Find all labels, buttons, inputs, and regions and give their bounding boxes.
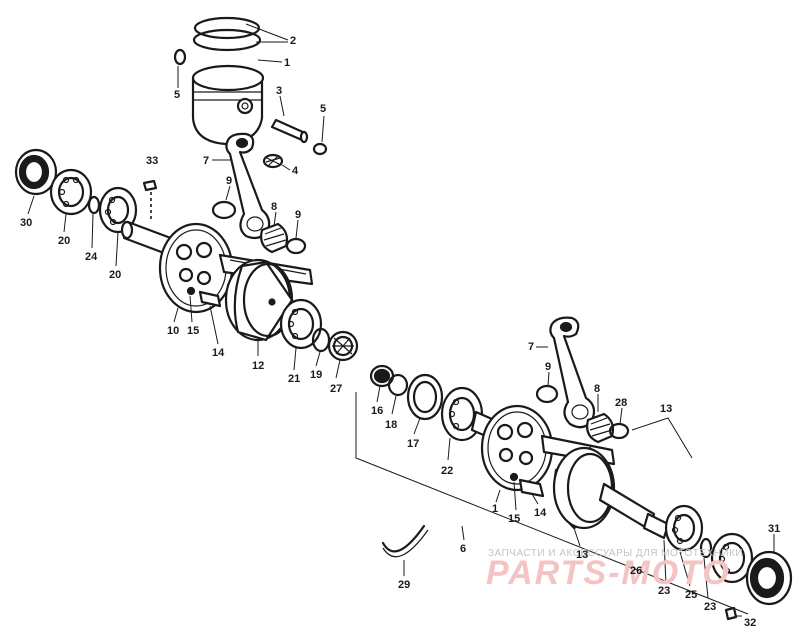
callout-16: 16 <box>371 405 383 417</box>
callout-20: 20 <box>109 269 121 281</box>
callout-21: 21 <box>288 373 300 385</box>
callout-20: 20 <box>58 235 70 247</box>
snap-ring-19 <box>311 327 331 353</box>
right-crank-wheel <box>480 404 554 492</box>
connecting-rod-lower <box>549 316 596 429</box>
ball-bearing-right-23 <box>710 532 754 584</box>
plug-32 <box>724 606 738 621</box>
callout-9: 9 <box>226 175 232 187</box>
key-14-right <box>518 478 545 498</box>
callout-31: 31 <box>768 523 780 535</box>
callout-1: 1 <box>284 57 290 69</box>
callout-22: 22 <box>441 465 453 477</box>
assembly-bracket-13 <box>631 417 693 459</box>
small-end-bearing <box>262 153 284 169</box>
watermark: ЗАПЧАСТИ И АКСЕССУАРЫ ДЛЯ МОТОТЕХНИКИ PA… <box>486 548 743 592</box>
callout-17: 17 <box>407 438 419 450</box>
oil-seal-left <box>14 148 58 196</box>
callout-8: 8 <box>271 201 277 213</box>
left-crank-wheel <box>158 222 234 314</box>
big-end-bearing <box>260 222 289 254</box>
callout-13: 13 <box>576 549 588 561</box>
big-end-bearing-lower <box>586 412 615 444</box>
callout-23: 23 <box>704 601 716 613</box>
callout-25: 25 <box>685 589 697 601</box>
callout-7: 7 <box>203 155 209 167</box>
callout-23: 23 <box>658 585 670 597</box>
callout-30: 30 <box>20 217 32 229</box>
piston-rings <box>192 16 262 52</box>
piston <box>191 64 265 146</box>
right-output-shaft <box>598 482 670 540</box>
thrust-washer-left <box>211 200 237 220</box>
piston-pin-clip-right <box>312 142 328 156</box>
callout-28: 28 <box>615 397 627 409</box>
callout-9: 9 <box>295 209 301 221</box>
watermark-tagline: ЗАПЧАСТИ И АКСЕССУАРЫ ДЛЯ МОТОТЕХНИКИ <box>488 548 743 559</box>
callout-10: 10 <box>167 325 179 337</box>
oil-seal-right <box>745 550 793 606</box>
callout-1: 1 <box>492 503 498 515</box>
callout-14: 14 <box>534 507 547 519</box>
ball-bearing-left-outer <box>49 168 93 216</box>
callout-29: 29 <box>398 579 410 591</box>
key-14-left <box>198 290 222 308</box>
center-crank-wheel <box>224 258 294 342</box>
callout-6: 6 <box>460 543 466 555</box>
circlip-29 <box>381 524 429 558</box>
callout-14: 14 <box>212 347 225 359</box>
callout-5: 5 <box>174 89 180 101</box>
callout-7: 7 <box>528 341 534 353</box>
callout-13: 13 <box>660 403 672 415</box>
callout-33: 33 <box>146 155 158 167</box>
piston-pin <box>270 118 309 144</box>
shim-left <box>87 195 101 215</box>
callout-15: 15 <box>508 513 520 525</box>
callout-24: 24 <box>85 251 98 263</box>
needle-bearing-27 <box>327 330 359 362</box>
leader-lines <box>27 23 775 617</box>
callout-18: 18 <box>385 419 397 431</box>
callout-27: 27 <box>330 383 342 395</box>
callout-3: 3 <box>276 85 282 97</box>
watermark-brand: PARTS-MOTO <box>486 554 731 592</box>
callout-labels: 2 1 5 3 5 33 7 4 30 20 24 20 9 8 9 10 15… <box>20 35 780 629</box>
connecting-rod-upper <box>225 132 271 240</box>
ball-bearing-right-26 <box>664 504 704 552</box>
seal-16 <box>369 364 395 388</box>
labyrinth-seal-17 <box>406 373 444 421</box>
callout-12: 12 <box>252 360 264 372</box>
piston-pin-clip-left <box>173 48 187 66</box>
ball-bearing-center-left <box>279 298 323 350</box>
callout-5: 5 <box>320 103 326 115</box>
o-ring-18 <box>387 373 409 397</box>
callout-19: 19 <box>310 369 322 381</box>
thrust-washer-lower-left <box>535 384 559 404</box>
callout-8: 8 <box>594 383 600 395</box>
callout-9: 9 <box>545 361 551 373</box>
crank-key-33 <box>142 179 158 220</box>
thrust-washer-right <box>285 237 307 255</box>
callout-26: 26 <box>630 565 642 577</box>
callout-15: 15 <box>187 325 199 337</box>
thrust-washer-28 <box>608 422 630 440</box>
callout-2: 2 <box>290 35 296 47</box>
callout-32: 32 <box>744 617 756 629</box>
right-outer-crank-wheel <box>552 446 616 530</box>
shim-25 <box>699 537 713 559</box>
callout-4: 4 <box>292 165 299 177</box>
assembly-bracket-6 <box>355 392 749 615</box>
